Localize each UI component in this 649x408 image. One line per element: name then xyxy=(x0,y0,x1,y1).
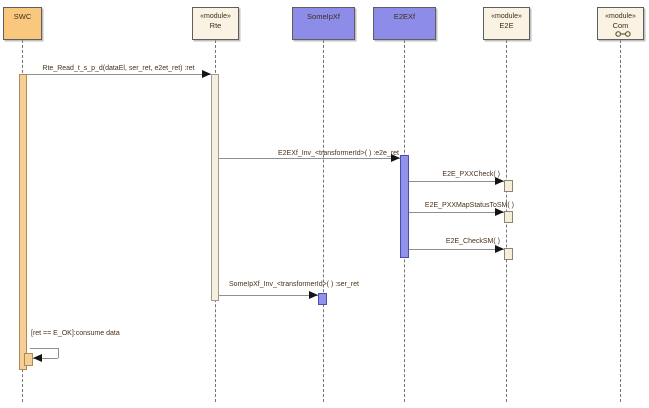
connector-icon xyxy=(615,31,631,37)
sync-call-arrow-icon xyxy=(494,207,504,216)
activation-e2exf xyxy=(400,155,409,258)
activation-e2e-1 xyxy=(503,180,513,192)
participant-e2exf[interactable]: E2EXf xyxy=(373,7,436,40)
sync-call-arrow-icon xyxy=(391,153,400,162)
sync-call-arrow-icon xyxy=(494,244,504,253)
message-label-checksm[interactable]: E2E_CheckSM( ) xyxy=(445,238,500,245)
participant-name: SWC xyxy=(13,12,32,21)
participant-swc[interactable]: SWC xyxy=(3,7,42,40)
sync-call-arrow-icon xyxy=(201,69,211,78)
self-call-bottom-line xyxy=(32,358,58,359)
message-label-e2exf-inv[interactable]: E2EXf_Inv_<transformerId>( ) :e2e_ret xyxy=(277,150,399,157)
participant-com[interactable]: «module» Com xyxy=(597,7,644,40)
participant-name: SomeIpXf xyxy=(307,12,340,21)
message-label-rte-read[interactable]: Rte_Read_t_s_p_d(dataEl, ser_ret, e2et_r… xyxy=(42,65,195,72)
message-line-rte-read xyxy=(26,74,211,75)
participant-name: Com xyxy=(612,21,629,30)
activation-someipxf xyxy=(318,292,327,305)
participant-rte[interactable]: «module» Rte xyxy=(192,7,239,40)
activation-swc xyxy=(18,74,27,370)
participant-someipxf[interactable]: SomeIpXf xyxy=(292,7,355,40)
message-label-consume-data[interactable]: [ret == E_OK]:consume data xyxy=(31,330,120,337)
message-line-pxxmapstatus xyxy=(409,212,504,213)
message-line-someipxf-inv xyxy=(218,295,318,296)
self-call-right-line xyxy=(57,348,59,358)
message-label-pxxmapstatus[interactable]: E2E_PXXMapStatusToSM( ) xyxy=(424,202,514,209)
participant-stereotype: «module» xyxy=(200,13,231,20)
activation-swc-self xyxy=(23,352,33,366)
activation-e2e-2 xyxy=(503,211,513,223)
message-line-e2exf-inv xyxy=(218,158,400,159)
self-call-top-line xyxy=(29,348,58,349)
participant-name: E2E xyxy=(499,21,514,30)
participant-stereotype: «module» xyxy=(605,13,636,20)
participant-name: Rte xyxy=(209,21,222,30)
activation-e2e-3 xyxy=(503,248,513,260)
lifeline-someipxf xyxy=(322,40,324,402)
participant-stereotype: «module» xyxy=(491,13,522,20)
participant-name: E2EXf xyxy=(393,12,416,21)
message-line-pxxcheck xyxy=(409,181,504,182)
sync-call-arrow-icon xyxy=(494,176,504,185)
participant-e2e[interactable]: «module» E2E xyxy=(483,7,530,40)
lifeline-com xyxy=(620,40,621,402)
message-label-someipxf-inv[interactable]: SomeIpXf_Inv_<transformerId>( ) :ser_ret xyxy=(229,281,359,288)
activation-rte xyxy=(210,74,219,301)
message-line-checksm xyxy=(409,249,504,250)
sync-call-arrow-icon xyxy=(309,290,318,299)
message-label-pxxcheck[interactable]: E2E_PXXCheck( ) xyxy=(442,171,500,178)
sync-call-arrow-icon xyxy=(32,353,42,362)
